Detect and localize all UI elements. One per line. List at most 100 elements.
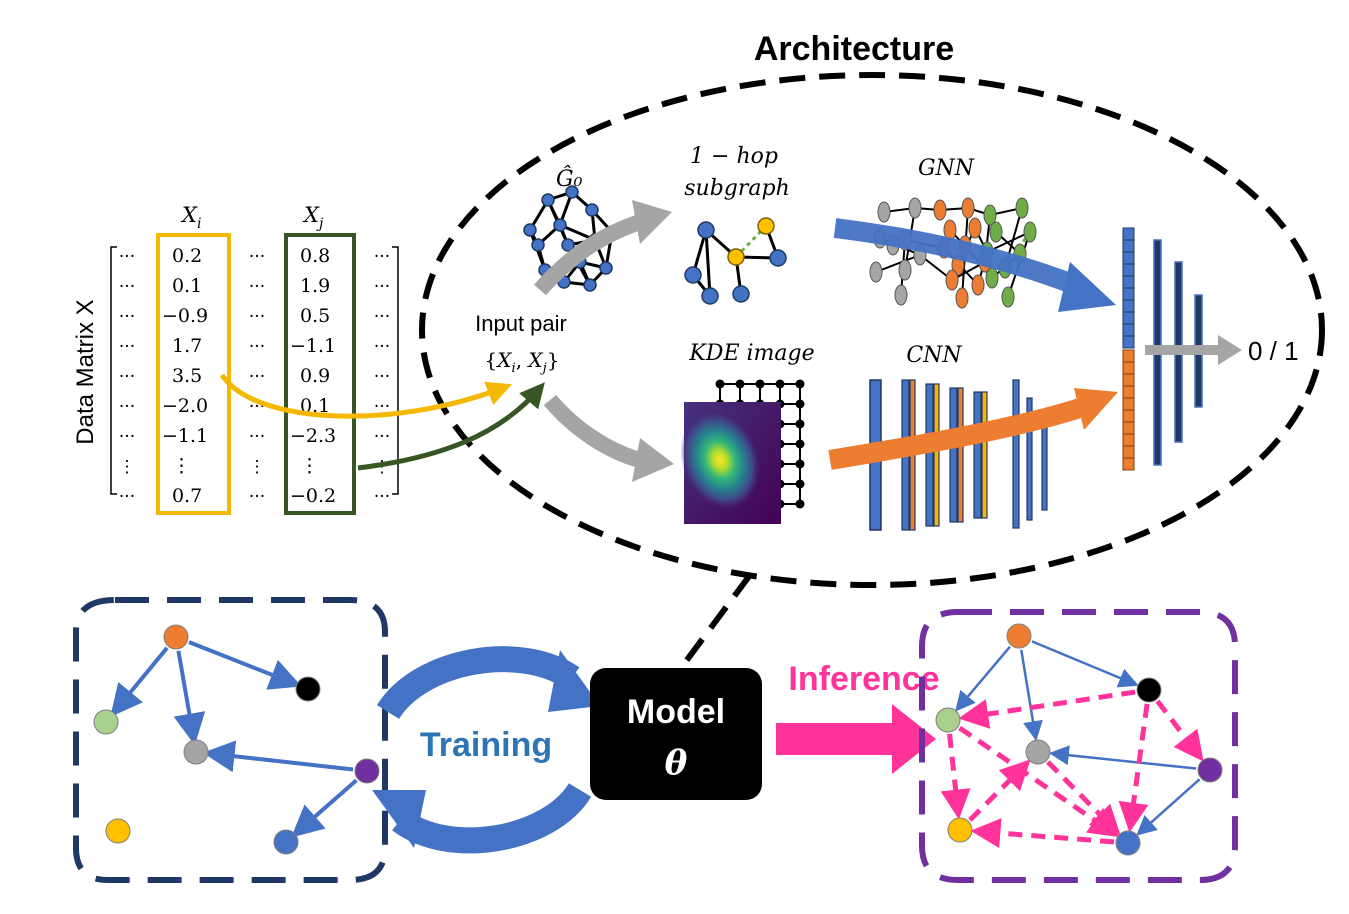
matrix-ellipsis: ··· (119, 307, 135, 327)
matrix-ellipsis: ··· (249, 277, 265, 297)
inference-label: Inference (788, 660, 939, 698)
inference-predicted-edge (970, 818, 1115, 849)
gnn-node (971, 274, 985, 296)
gnn-node (869, 261, 883, 283)
g0-node (565, 185, 579, 199)
training-edge (173, 650, 206, 746)
gnn-embedding-cell (1122, 275, 1135, 289)
xj-cell: −2.3 (290, 425, 336, 447)
gnn-node (894, 284, 908, 306)
gnn-embedding-cell (1122, 239, 1135, 253)
cnn-embedding-cell (1122, 421, 1135, 435)
xj-cell: 0.8 (300, 245, 330, 267)
inference-predicted-edge (958, 725, 1120, 838)
inference-arrow-head (892, 704, 936, 774)
matrix-ellipsis: ··· (249, 337, 265, 357)
training-label: Training (420, 726, 552, 764)
gnn-embedding-cell (1122, 311, 1135, 325)
xj-header: Xj (302, 203, 324, 232)
matrix-ellipsis: ··· (119, 427, 135, 447)
lattice-node (775, 379, 785, 389)
model-connector (675, 573, 753, 674)
inference-true-edge (1048, 745, 1197, 770)
inference-node (935, 707, 961, 733)
inference-true-edge (1136, 778, 1201, 836)
xj-cell: −0.2 (290, 485, 336, 507)
xi-cell: −1.1 (162, 425, 208, 447)
xi-header: Xi (180, 203, 201, 232)
inference-node (947, 817, 973, 843)
matrix-ellipsis: ··· (374, 277, 390, 297)
cnn-conv-layer (949, 387, 958, 523)
lattice-node (795, 459, 805, 469)
lattice-node (735, 379, 745, 389)
matrix-right-bracket (392, 246, 399, 495)
training-arrow-bottom (392, 782, 592, 854)
inference-predicted-edge (958, 689, 1136, 729)
cnn-embedding-cell (1122, 361, 1135, 375)
gnn-embedding-cell (1122, 287, 1135, 301)
gnn-node (877, 201, 891, 223)
matrix-ellipsis: ··· (119, 397, 135, 417)
inference-predicted-edge (1118, 703, 1150, 833)
matrix-ellipsis: ··· (374, 247, 390, 267)
xi-cell: 0.7 (172, 485, 202, 507)
training-node (183, 739, 209, 765)
cnn-pool-layer (1026, 397, 1033, 521)
g0-to-subgraph-arrow (533, 214, 643, 296)
training-edge (188, 640, 302, 690)
model-label: Model (627, 693, 725, 731)
training-edge (291, 778, 358, 838)
cnn-embedding-cell (1122, 349, 1135, 363)
training-arrow-top-head (548, 650, 600, 712)
gnn-flow-arrow (833, 218, 1079, 295)
gnn-embedding-cell (1122, 227, 1135, 241)
cnn-embedding-cell (1122, 385, 1135, 399)
inference-node (1025, 739, 1051, 765)
training-node (163, 624, 189, 650)
xi-cell: −2.0 (162, 395, 208, 417)
subgraph-node (732, 285, 750, 303)
gnn-node (945, 269, 959, 291)
model-box (590, 668, 762, 800)
lattice-node (795, 499, 805, 509)
kde-density-blob (680, 411, 760, 509)
subgraph-edge (704, 229, 712, 297)
matrix-ellipsis: ··· (249, 487, 265, 507)
training-edge (110, 646, 169, 717)
lattice-node (795, 419, 805, 429)
matrix-ellipsis: ··· (119, 337, 135, 357)
xi-cell: 3.5 (172, 365, 202, 387)
xi-cell: −0.9 (162, 305, 208, 327)
matrix-left-bracket (110, 246, 117, 495)
matrix-ellipsis: ··· (119, 487, 135, 507)
gnn-node (989, 221, 1003, 243)
inference-node (1197, 757, 1223, 783)
g0-node (561, 238, 575, 252)
training-node (295, 676, 321, 702)
gnn-flow-arrowhead (1058, 262, 1116, 312)
inference-node (1136, 677, 1162, 703)
matrix-ellipsis: ··· (119, 367, 135, 387)
inference-true-edge (955, 645, 1011, 712)
cnn-embedding-cell (1122, 409, 1135, 423)
subgraph-graph (684, 217, 787, 305)
matrix-ellipsis: ··· (249, 247, 265, 267)
training-node (105, 818, 131, 844)
model-theta: θ (665, 743, 688, 783)
cnn-flow-arrowhead (1074, 388, 1118, 430)
matrix-ellipsis: ··· (249, 307, 265, 327)
diagram-title: Architecture (754, 30, 954, 68)
inference-predicted-edge (968, 759, 1031, 822)
gnn-node (933, 199, 947, 221)
matrix-ellipsis: ··· (119, 277, 135, 297)
cnn-pool-layer (1012, 379, 1020, 529)
matrix-ellipsis: ··· (119, 247, 135, 267)
cnn-conv-layer (973, 391, 982, 519)
xj-cell: −1.1 (290, 335, 336, 357)
cnn-embedding-cell (1122, 457, 1135, 471)
gnn-label: GNN (918, 156, 975, 181)
g0-to-subgraph-arrowhead (632, 200, 672, 244)
subgraph-node (769, 249, 787, 267)
